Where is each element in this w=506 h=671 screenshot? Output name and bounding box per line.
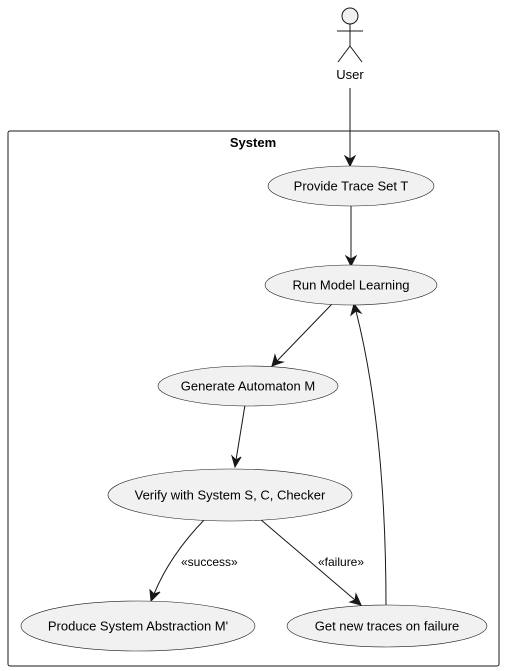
use-case-label: Get new traces on failure — [315, 619, 460, 634]
edge-generate-verify — [235, 404, 246, 461]
use-case-label: Produce System Abstraction M' — [48, 619, 228, 634]
system-title: System — [230, 135, 276, 150]
arrowhead-verify — [231, 454, 242, 469]
edge-verify-newtraces — [259, 518, 356, 601]
arrowhead-feedback — [350, 302, 363, 317]
arrowhead-abstraction — [149, 588, 161, 603]
actor-left-leg — [337, 45, 351, 63]
system-boundary — [7, 130, 500, 667]
edges — [149, 88, 387, 607]
use-case-ellipse — [267, 165, 435, 207]
arrowhead-provide — [343, 154, 357, 168]
use-case-label: Generate Automaton M — [181, 379, 315, 394]
use-case-ellipse — [107, 468, 353, 522]
use-case-label: Provide Trace Set T — [294, 179, 409, 194]
use-case-provide: Provide Trace Set T — [267, 165, 435, 207]
use-case-newtraces: Get new traces on failure — [286, 604, 488, 648]
actor-label: User — [336, 67, 364, 82]
arrowhead-learn — [344, 254, 358, 268]
failure-label: «failure» — [318, 555, 364, 569]
use-case-label: Run Model Learning — [292, 278, 409, 293]
use-case-generate: Generate Automaton M — [157, 365, 339, 407]
use-case-ellipse — [157, 365, 339, 407]
use-case-abstraction: Produce System Abstraction M' — [20, 600, 256, 652]
edge-verify-abstraction — [153, 518, 206, 595]
use-case-label: Verify with System S, C, Checker — [135, 488, 326, 503]
arrowhead-newtraces — [348, 592, 362, 606]
edge-learn-generate — [276, 302, 334, 362]
use-case-ellipse — [264, 264, 438, 306]
use-case-learn: Run Model Learning — [264, 264, 438, 306]
success-label: «success» — [181, 555, 238, 569]
use-case-verify: Verify with System S, C, Checker — [107, 468, 353, 522]
actor-head — [341, 7, 359, 25]
user-actor — [337, 7, 363, 63]
actor-right-leg — [349, 45, 363, 63]
use-case-ellipse — [20, 600, 256, 652]
use-case-ellipse — [286, 604, 488, 648]
edge-newtraces-learn — [355, 310, 387, 607]
arrowhead-generate — [271, 353, 285, 367]
